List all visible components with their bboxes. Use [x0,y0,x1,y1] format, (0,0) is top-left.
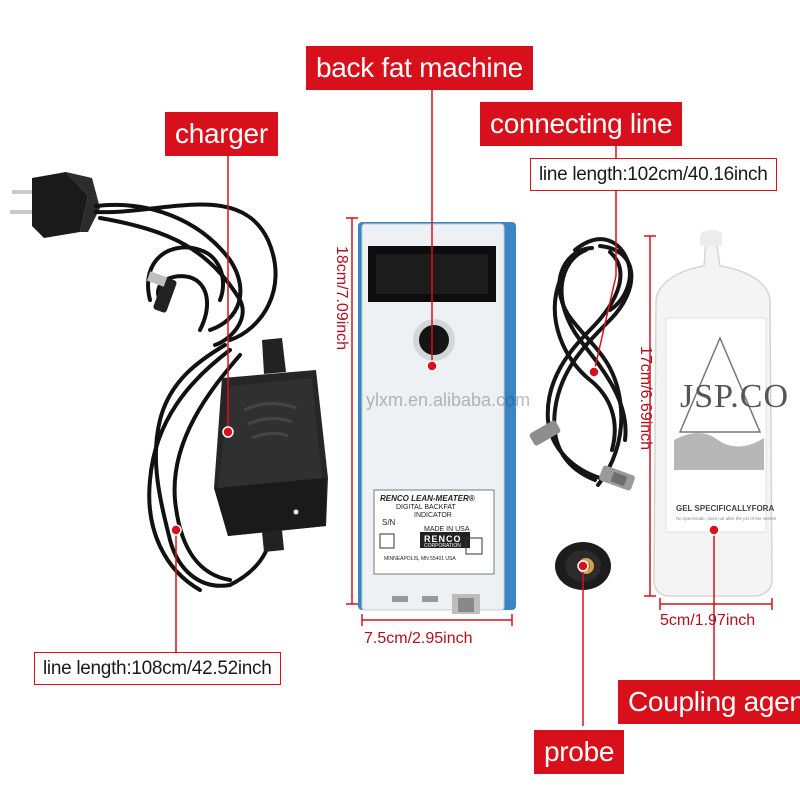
charger-image [10,172,328,592]
charger-line-length-label: line length:108cm/42.52inch [34,652,281,685]
back-fat-machine-label: back fat machine [306,46,533,90]
coupling-agent-label: Coupling agent [618,680,800,724]
device-maker: RENCO [424,534,462,544]
watermark: ylxm.en.alibaba.com [366,390,531,410]
connecting-line-label: connecting line [480,102,683,146]
bottle-width-dimension: 5cm/1.97inch [660,612,756,629]
device-made-in: MADE IN USA [424,526,470,533]
bottle-image [653,230,773,597]
device-serial: S/N [382,518,396,527]
device-address: MINNEAPOLIS, MN 55401 USA [384,556,456,562]
bnc-connector-icons [529,420,635,491]
bottle-logo-text: JSP.CO [680,378,790,415]
callout-lines [175,86,773,726]
bottle-height-dimension: 17cm/6.69inch [637,346,654,451]
device-line3: INDICATOR [414,512,452,519]
bottle-caption: GEL SPECIFICALLYFORA [676,504,775,513]
connecting-line-image [545,237,634,487]
charger-label: charger [165,112,278,156]
machine-width-dimension: 7.5cm/2.95inch [364,630,473,647]
bottle-fine-print: No spermicide, does not alter the pH of … [676,516,777,521]
callout-dots [170,360,720,572]
probe-label: probe [534,730,625,774]
device-line2: DIGITAL BACKFAT [396,504,456,511]
device-maker-sub: CORPORATION [424,543,461,549]
device-brand-line: RENCO LEAN-MEATER® [380,494,475,503]
machine-image [358,222,516,614]
machine-height-dimension: 18cm/7.09inch [333,246,350,351]
connecting-line-length-label: line length:102cm/40.16inch [530,158,777,191]
